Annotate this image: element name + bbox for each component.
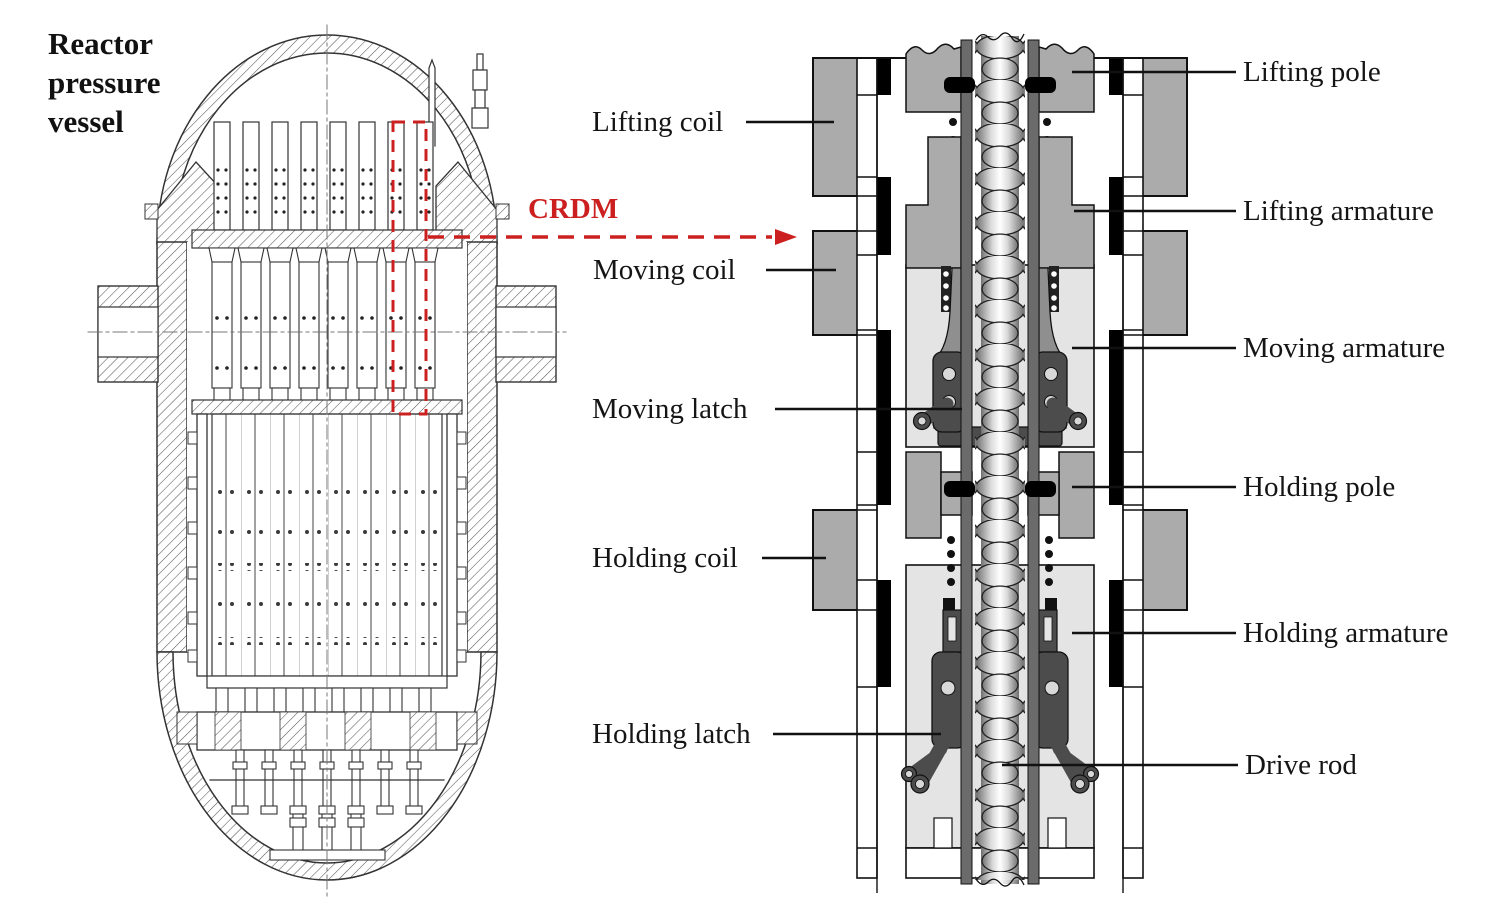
crdm-callout-label: CRDM	[528, 193, 619, 225]
label-holding-latch: Holding latch	[592, 718, 751, 750]
label-moving-latch: Moving latch	[592, 393, 748, 425]
leader-lines	[746, 70, 1238, 767]
head-crdm-nozzles	[213, 121, 434, 231]
reactor-pressure-vessel-drawing	[87, 24, 567, 901]
label-holding-pole: Holding pole	[1243, 471, 1396, 503]
vessel-label: Reactor pressure vessel	[48, 26, 161, 139]
label-lifting-armature: Lifting armature	[1243, 195, 1434, 227]
label-lifting-coil: Lifting coil	[592, 106, 724, 138]
label-drive-rod: Drive rod	[1245, 749, 1357, 781]
drive-rod	[975, 32, 1025, 887]
label-lifting-pole: Lifting pole	[1243, 56, 1381, 88]
crdm-highlight	[391, 120, 797, 416]
arrowhead-icon	[775, 229, 797, 245]
label-moving-coil: Moving coil	[593, 254, 736, 286]
label-moving-armature: Moving armature	[1243, 332, 1446, 364]
label-holding-coil: Holding coil	[592, 542, 738, 574]
label-holding-armature: Holding armature	[1243, 617, 1449, 649]
crdm-detail-drawing	[813, 32, 1187, 893]
